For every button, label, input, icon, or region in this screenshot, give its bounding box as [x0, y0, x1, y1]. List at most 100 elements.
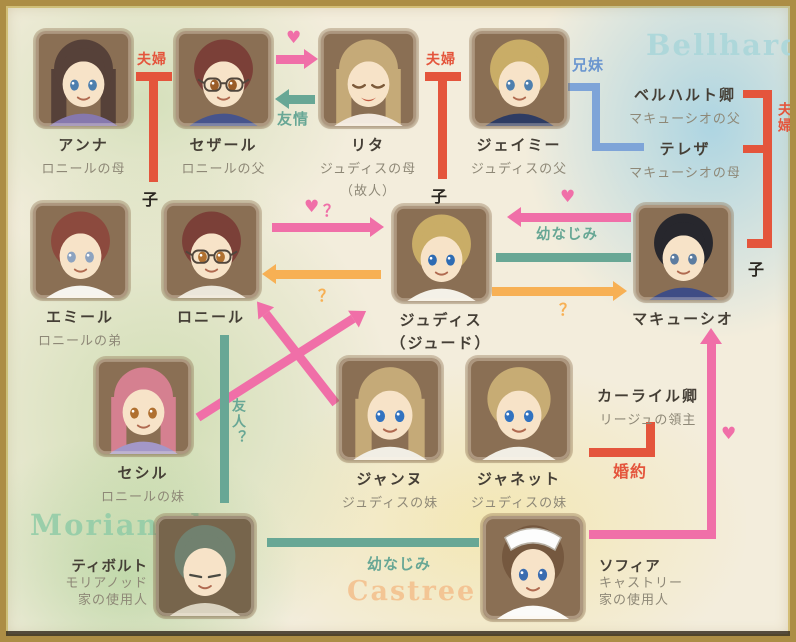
character-cesar: セザール ロニールの父 — [166, 31, 281, 177]
character-rita: リタ ジュディスの母 （故人） — [300, 31, 436, 199]
edge-judith-mercutio-question — [492, 287, 613, 296]
character-name: ジェイミー — [476, 136, 562, 154]
character-name: カーライル卿 — [596, 387, 699, 405]
character-mercutio: マキューシオ — [619, 205, 747, 329]
frame-bottom-shadow — [6, 631, 790, 636]
arrowhead-left — [507, 207, 521, 227]
edge-label-couple: 夫婦 — [776, 102, 792, 134]
edge-label-child: 子 — [431, 187, 449, 206]
character-title: ジュディスの父 — [470, 162, 568, 177]
portrait-roniel — [163, 203, 259, 298]
edge-carlisle-janet-engagement — [646, 422, 655, 457]
edge-label-childhood-friends: 幼なじみ — [367, 555, 432, 573]
edge-sophia-mercutio-love — [589, 530, 716, 539]
portrait-jamie — [471, 31, 567, 126]
character-janet: ジャネット ジュディスの妹 — [457, 358, 581, 511]
edge-judith-mercutio-childhoodfriends — [496, 253, 631, 262]
edge-label-couple: 夫婦 — [426, 52, 456, 68]
portrait-anna — [36, 31, 131, 126]
edge-bellhard-tereza-couple — [763, 90, 772, 248]
character-title: ロニールの父 — [181, 162, 266, 177]
character-title: ジュディスの母 — [319, 162, 417, 177]
character-title: ロニールの母 — [41, 162, 126, 177]
edge-label-siblings: 兄妹 — [572, 56, 605, 74]
character-name: アンナ — [58, 136, 109, 154]
portrait-tybalt — [156, 516, 254, 616]
portrait-sophia — [483, 516, 583, 619]
character-title: ロニールの妹 — [100, 490, 185, 505]
character-jeanne: ジャンヌ ジュディスの妹 — [328, 358, 452, 511]
character-title: マキューシオの父 — [629, 112, 741, 127]
edge-tybalt-sophia-childhoodfriends — [267, 538, 479, 547]
portrait-janet — [468, 358, 570, 460]
question-icon: ？ — [559, 300, 577, 319]
portrait-emile — [32, 203, 128, 298]
edge-label-engagement: 婚約 — [613, 462, 648, 481]
edge-rita-cesar-friendship — [289, 95, 315, 104]
character-name: ジャネット — [476, 470, 562, 488]
character-carlisle: カーライル卿 リージュの領主 — [579, 385, 717, 428]
character-name: ティボルト — [71, 558, 148, 575]
heart-icon: ♥ — [286, 28, 302, 48]
edge-cesar-rita-love — [276, 55, 304, 64]
character-name: リタ — [350, 136, 385, 154]
character-title: リージュの領主 — [599, 413, 697, 428]
edge-label-child: 子 — [748, 260, 766, 279]
heart-icon: ♥ — [560, 187, 576, 207]
portrait-rita — [320, 31, 416, 126]
arrowhead-right — [304, 49, 318, 69]
character-tereza: テレザ マキューシオの母 — [614, 138, 756, 181]
character-name: エミール — [45, 308, 114, 326]
character-sophia-labels: ソフィア キャストリー 家の使用人 — [599, 558, 719, 609]
character-name: ジュディス — [399, 311, 483, 329]
edge-label-child: 子 — [142, 190, 160, 209]
portrait-mercutio — [635, 205, 731, 300]
character-sophia — [483, 516, 583, 619]
character-title: 家の使用人 — [599, 593, 670, 608]
character-title: キャストリー — [599, 576, 684, 591]
character-title: 家の使用人 — [77, 593, 148, 608]
question-icon: ？ — [318, 286, 336, 305]
character-title: ロニールの弟 — [37, 334, 122, 349]
character-name: ベルハルト卿 — [633, 86, 736, 104]
heart-icon: ♥ — [721, 424, 737, 444]
edge-mercutio-judith-love — [521, 213, 631, 222]
portrait-jeanne — [339, 358, 441, 460]
character-tybalt — [156, 516, 254, 616]
character-title: モリアノッド — [65, 576, 148, 591]
character-roniel: ロニール — [151, 203, 271, 327]
region-label-castree: Castree — [347, 576, 477, 607]
character-title: マキューシオの母 — [629, 166, 741, 181]
edge-jamie-tereza-siblings — [592, 83, 600, 151]
character-name: マキューシオ — [632, 310, 734, 328]
character-name: ロニール — [176, 308, 245, 326]
heart-icon: ♥ — [304, 197, 320, 217]
character-bellhard-lord: ベルハルト卿 マキューシオの父 — [614, 84, 756, 127]
character-jamie: ジェイミー ジュディスの父 — [454, 31, 584, 177]
edge-bellhard-mercutio-childline — [747, 239, 772, 248]
arrowhead-left — [275, 89, 289, 109]
edge-label-couple: 夫婦 — [137, 52, 167, 68]
character-tybalt-labels: ティボルト モリアノッド 家の使用人 — [36, 558, 148, 609]
portrait-cesar — [176, 31, 271, 126]
portrait-judith — [393, 206, 489, 301]
character-name: セシル — [117, 464, 169, 482]
question-icon: ？ — [323, 201, 341, 220]
edge-carlisle-janet-engagement — [589, 448, 655, 457]
character-title: ジュディスの妹 — [470, 496, 568, 511]
character-emile: エミール ロニールの弟 — [20, 203, 140, 349]
character-name: セザール — [189, 136, 258, 154]
portrait-cecil — [95, 359, 191, 454]
edge-roniel-judith-love — [272, 223, 370, 232]
edge-label-childhood-friends: 幼なじみ — [536, 226, 598, 243]
edge-sophia-mercutio-love — [707, 343, 716, 539]
character-name: ジャンヌ — [356, 470, 424, 488]
character-title: （故人） — [339, 184, 396, 199]
edge-judith-roniel-question — [276, 270, 381, 279]
edge-anna-cesar-childline — [149, 72, 158, 182]
edge-label-friends: 友人？ — [230, 398, 246, 446]
character-judith: ジュディス （ジュード） — [381, 206, 501, 353]
arrowhead-up — [700, 328, 722, 344]
region-label-bellhard: Bellhard — [646, 28, 796, 62]
character-cecil: セシル ロニールの妹 — [83, 359, 203, 505]
